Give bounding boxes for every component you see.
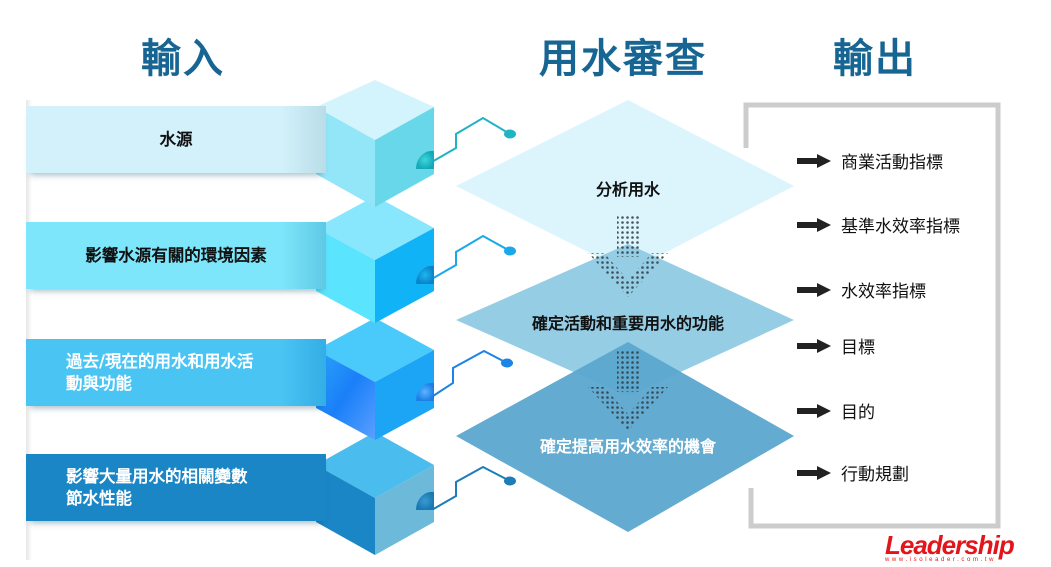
input-bar-environment-factors: 影響水源有關的環境因素 [26,222,326,289]
down-arrow-icon-2 [588,350,668,431]
review-diamond-3 [456,342,794,532]
logo-brand: Leadership [885,530,1015,560]
cube-4 [316,432,434,555]
arrow-right-icon [797,153,831,168]
output-item: 行動規劃 [797,460,909,485]
input-bar-past-present-water-use: 過去/現在的用水和用水活 動與功能 [26,339,326,406]
output-frame [743,102,1001,529]
output-label: 目標 [841,338,875,358]
output-label: 行動規劃 [841,465,909,485]
down-arrow-icon-1 [588,215,668,297]
input-label-line-1: 過去/現在的用水和用水活 [66,351,254,371]
output-item: 基準水效率指標 [797,212,960,237]
review-diamond-1 [456,100,794,272]
leadership-logo: Leadership www.isoleader.com.tw [885,530,1015,563]
output-label: 商業活動指標 [841,153,943,173]
logo-url: www.isoleader.com.tw [885,557,997,563]
output-item: 目的 [797,398,875,423]
connector-2 [429,234,511,281]
output-item: 目標 [797,333,875,358]
input-bar-water-source: 水源 [26,106,326,173]
output-item: 水效率指標 [797,277,926,302]
connector-dot-1 [504,129,516,139]
review-diamond-2 [456,244,794,396]
output-item: 商業活動指標 [797,148,943,173]
cube-2 [316,196,434,323]
input-label-line-2: 節水性能 [66,488,132,508]
cube-1 [316,80,434,207]
input-heading: 輸入 [141,36,225,82]
output-label: 水效率指標 [841,282,926,302]
connector-dot-2 [504,246,516,256]
input-bar-significant-variables: 影響大量用水的相關變數 節水性能 [26,454,326,521]
arrow-right-icon [797,217,831,232]
output-label: 基準水效率指標 [841,217,960,237]
review-step-1-label: 分析用水 [595,180,660,199]
review-heading: 用水審查 [539,36,707,82]
connector-dot-3 [501,358,513,368]
connector-4 [429,465,511,512]
arrow-right-icon [797,403,831,418]
input-label: 水源 [159,129,193,149]
arrow-right-icon [797,282,831,297]
output-heading: 輸出 [833,36,917,82]
input-label-line-2: 動與功能 [66,373,132,393]
review-step-2-label: 確定活動和重要用水的功能 [531,314,724,333]
arrow-right-icon [797,465,831,480]
connector-dot-4 [504,476,516,486]
arrow-right-icon [797,338,831,353]
input-column-shade [26,100,32,560]
output-label: 目的 [841,403,875,423]
connector-1 [429,116,511,164]
input-label-line-1: 影響大量用水的相關變數 [66,466,248,486]
review-step-3-label: 確定提高用水效率的機會 [539,437,716,456]
input-label: 影響水源有關的環境因素 [85,245,267,265]
cube-3 [316,318,434,440]
connector-3 [429,349,508,399]
